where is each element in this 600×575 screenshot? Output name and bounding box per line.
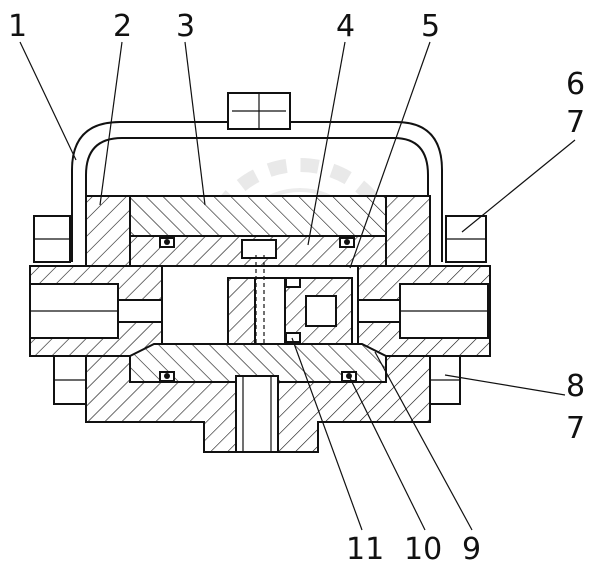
callout-11: 11	[346, 532, 385, 567]
right-upper-bolt	[445, 215, 487, 263]
callout-3: 3	[176, 9, 196, 44]
top-hex-nut	[227, 92, 291, 130]
left-upper-bolt	[33, 215, 71, 263]
callout-7-top: 7	[566, 105, 586, 140]
leader-lines	[19, 41, 576, 531]
callout-6: 6	[566, 67, 586, 102]
right-lower-bolt	[429, 355, 461, 405]
central-spool	[227, 255, 353, 370]
upper-housing-left	[85, 195, 131, 267]
callout-7-bottom: 7	[566, 411, 586, 446]
callout-10: 10	[404, 532, 443, 567]
callout-2: 2	[113, 9, 133, 44]
upper-o-rings	[159, 237, 355, 248]
lower-port-plug	[235, 375, 279, 453]
upper-plate	[129, 195, 387, 237]
upper-plug	[241, 239, 277, 259]
callout-5: 5	[421, 9, 441, 44]
left-lower-bolt	[53, 355, 87, 405]
callout-1: 1	[8, 9, 28, 44]
upper-housing-right	[385, 195, 431, 267]
callout-8: 8	[566, 369, 586, 404]
callout-4: 4	[336, 9, 356, 44]
callout-9: 9	[462, 532, 482, 567]
